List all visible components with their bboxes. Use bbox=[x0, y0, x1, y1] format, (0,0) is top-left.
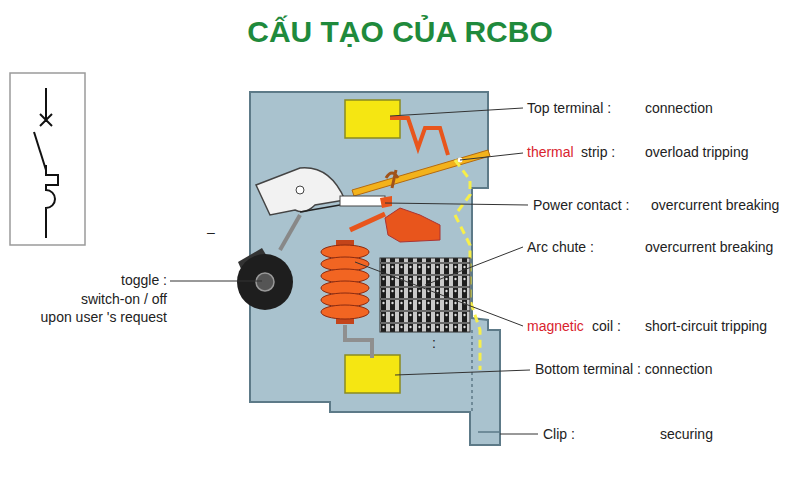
mark-text: : bbox=[432, 334, 436, 352]
part-name: Top terminal : bbox=[527, 99, 611, 117]
part-function: overcurrent breaking bbox=[651, 196, 779, 214]
magnetic-coil-drawing bbox=[321, 240, 369, 324]
trip-lever bbox=[256, 168, 345, 215]
part-name: Power contact : bbox=[533, 196, 630, 214]
part-function: switch-on / off bbox=[81, 290, 167, 308]
part-name: strip : bbox=[581, 143, 615, 161]
thermal-strip bbox=[352, 150, 490, 196]
diagram-title: CẤU TẠO CỦA RCBO bbox=[0, 12, 800, 52]
part-function: upon user 's request bbox=[41, 308, 167, 326]
breaker-symbol bbox=[10, 73, 85, 245]
part-function: securing bbox=[660, 425, 713, 443]
part-name: magnetic bbox=[527, 317, 584, 335]
part-function: overcurrent breaking bbox=[645, 238, 773, 256]
toggle-drawing bbox=[237, 248, 293, 310]
leader-lines bbox=[170, 108, 538, 434]
bottom-terminal bbox=[345, 355, 400, 393]
arc-chute-drawing bbox=[380, 258, 470, 332]
part-name: toggle : bbox=[121, 271, 167, 289]
mark-text: – bbox=[207, 223, 215, 241]
part-function: short-circuit tripping bbox=[645, 317, 767, 335]
part-name: thermal bbox=[527, 143, 574, 161]
part-name: Clip : bbox=[543, 425, 575, 443]
part-function: overload tripping bbox=[645, 143, 749, 161]
part-function: connection bbox=[645, 99, 713, 117]
part-name: Bottom terminal : connection bbox=[535, 360, 712, 378]
part-name: coil : bbox=[592, 317, 621, 335]
part-name: Arc chute : bbox=[527, 238, 594, 256]
